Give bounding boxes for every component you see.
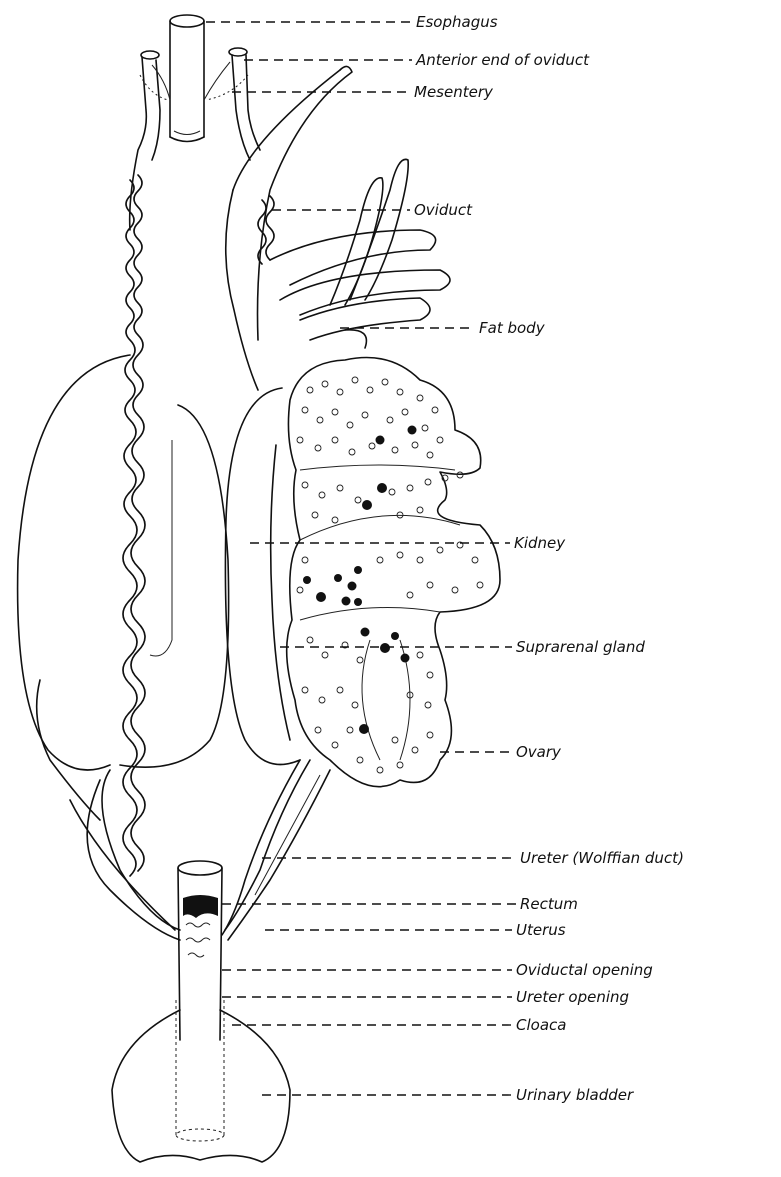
label-ureter-opening: Ureter opening [516, 988, 629, 1006]
suprarenal-dark-bodies [303, 426, 417, 735]
kidney-ovary-mass [287, 358, 500, 787]
label-uterus: Uterus [516, 921, 566, 939]
label-oviduct: Oviduct [414, 201, 473, 219]
label-oviductal-opening: Oviductal opening [516, 961, 653, 979]
cloaca-openings [183, 895, 218, 957]
right-body-loop [225, 388, 300, 765]
label-mesentery: Mesentery [414, 83, 494, 101]
leader-lines [206, 22, 516, 1095]
kidney-granules [297, 377, 483, 773]
label-ovary: Ovary [516, 743, 562, 761]
coiled-oviduct-left [123, 175, 145, 876]
rectum [178, 861, 222, 1040]
anterior-oviduct-ends [130, 48, 260, 230]
label-urinary-bladder: Urinary bladder [516, 1086, 634, 1104]
left-body-loop [18, 355, 229, 820]
label-kidney: Kidney [514, 534, 566, 552]
label-cloaca: Cloaca [516, 1016, 566, 1034]
label-suprarenal-gland: Suprarenal gland [516, 638, 645, 656]
label-fat-body: Fat body [479, 319, 546, 337]
esophagus-tube [170, 15, 204, 142]
label-ureter-wolffian-duct: Ureter (Wolffian duct) [520, 849, 684, 867]
label-rectum: Rectum [520, 895, 578, 913]
label-esophagus: Esophagus [416, 13, 498, 31]
label-anterior-end-of-oviduct: Anterior end of oviduct [415, 51, 590, 69]
